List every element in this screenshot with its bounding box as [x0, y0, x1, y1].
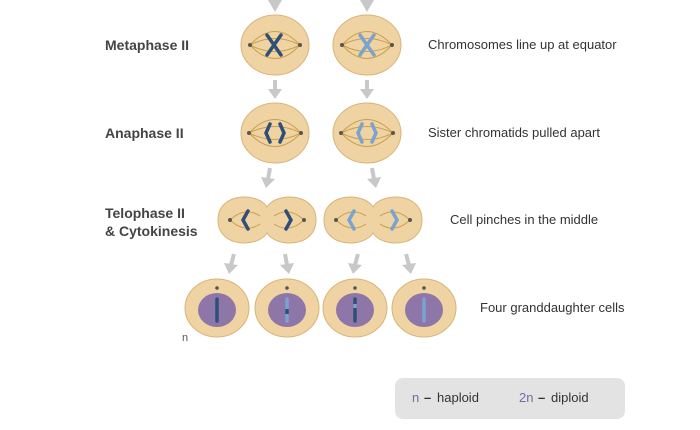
ploidy-legend: n – haploid 2n – diploid: [395, 378, 625, 419]
legend-diploid-symbol: 2n: [519, 390, 534, 405]
legend-haploid-symbol: n: [412, 390, 420, 405]
legend-diploid-dash: –: [538, 390, 546, 405]
granddaughter-cell-1: [184, 278, 250, 338]
description-anaphase: Sister chromatids pulled apart: [428, 125, 600, 140]
description-granddaughter: Four granddaughter cells: [480, 300, 625, 315]
description-metaphase: Chromosomes line up at equator: [428, 37, 617, 52]
ploidy-label: n: [182, 332, 189, 344]
stage-label-metaphase: Metaphase II: [105, 37, 190, 53]
stage-label-anaphase: Anaphase II: [105, 125, 184, 141]
legend-diploid-text: diploid: [551, 390, 589, 405]
metaphase-cell-right: [332, 14, 402, 76]
legend-haploid-text: haploid: [437, 390, 479, 405]
legend-haploid-dash: –: [424, 390, 432, 405]
description-telophase: Cell pinches in the middle: [450, 212, 599, 227]
anaphase-cell-left: [240, 102, 310, 164]
stage-label-telophase-line1: Telophase II: [105, 205, 185, 221]
arrows-to-daughter-cells: [224, 253, 416, 274]
telophase-cell-left: [217, 196, 317, 244]
telophase-cell-right: [323, 196, 423, 244]
arrows-top: [268, 0, 374, 12]
granddaughter-cell-3: [322, 278, 388, 338]
metaphase-cell-left: [240, 14, 310, 76]
anaphase-cell-right: [332, 102, 402, 164]
stage-label-telophase-line2: & Cytokinesis: [105, 223, 198, 239]
arrows-to-telophase: [261, 167, 381, 188]
granddaughter-cell-2: [254, 278, 320, 338]
arrows-to-anaphase: [268, 80, 374, 99]
stage-label-telophase: Telophase II & Cytokinesis: [105, 204, 198, 240]
granddaughter-cell-4: [391, 278, 457, 338]
